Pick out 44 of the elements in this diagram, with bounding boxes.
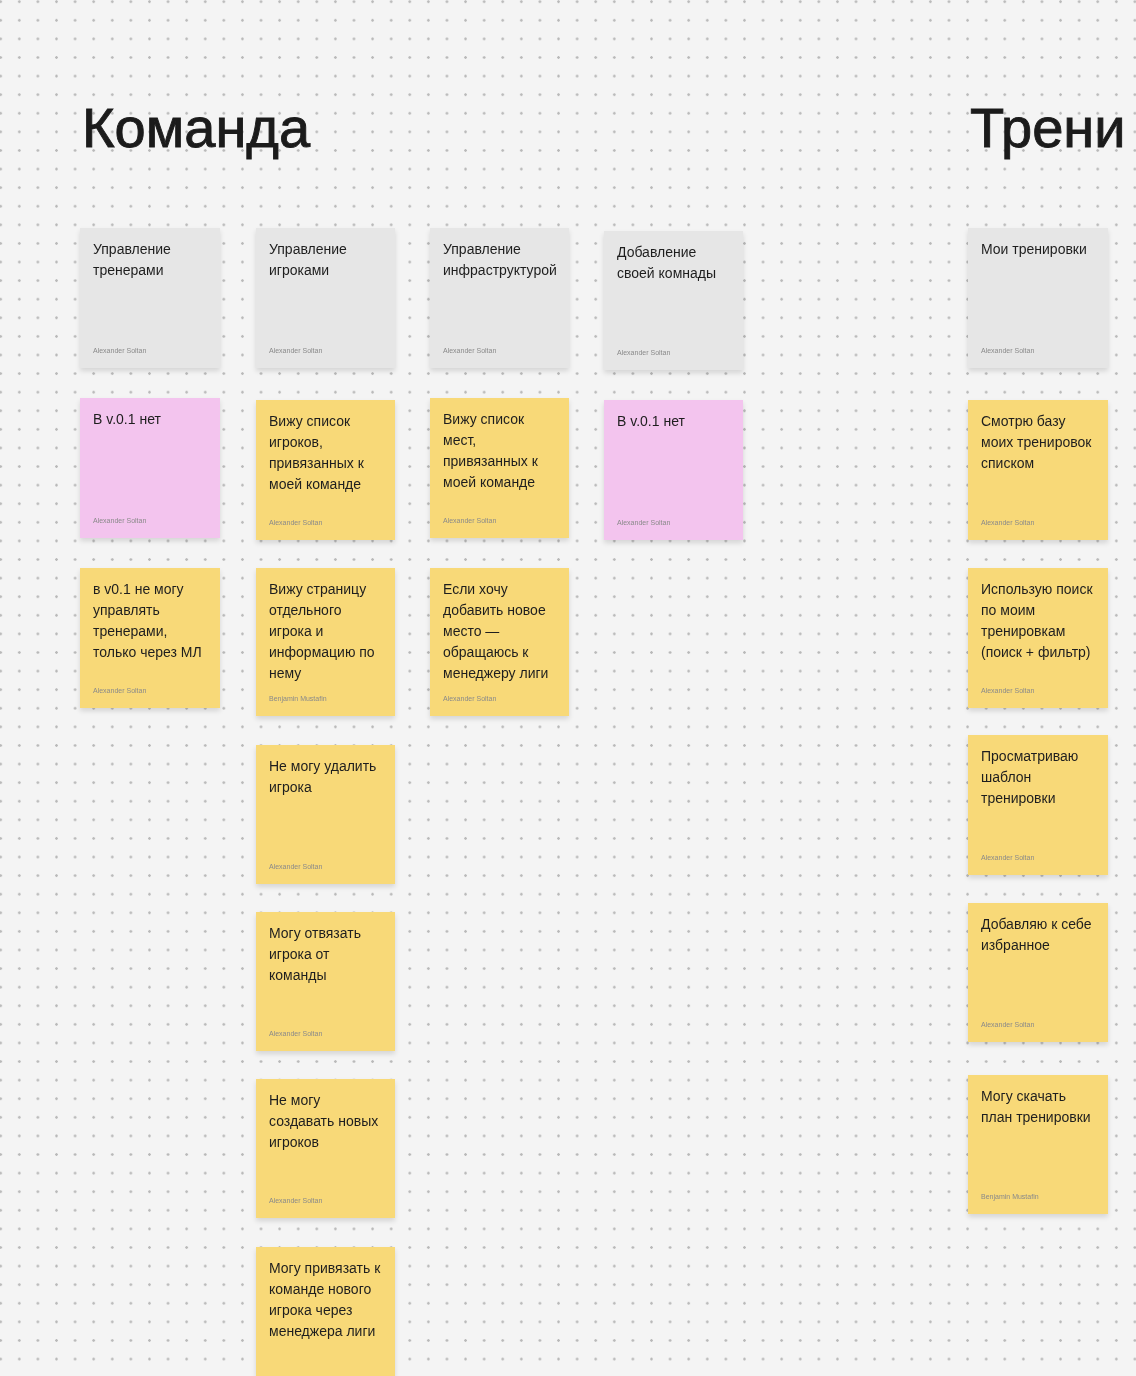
note-text: Если хочу добавить новое место — обращаюсь к менеджеру лиги: [443, 580, 550, 683]
note-text: Добавляю к себе избранное: [981, 915, 1093, 955]
section-heading: Трени: [970, 98, 1126, 158]
note-text: Вижу список мест, привязанных к моей команде: [443, 410, 539, 492]
note-text: Могу привязать к команде нового игрока через менеджера лиги: [269, 1259, 382, 1341]
sticky-note: [256, 912, 395, 1051]
sticky-note: [968, 400, 1108, 540]
note-text: Вижу список игроков, привязанных к моей команде: [269, 412, 365, 494]
note-text: Могу скачать план тренировки: [981, 1087, 1092, 1127]
sticky-note: [80, 568, 220, 708]
note-text: Управление тренерами: [93, 240, 172, 280]
note-text: в v0.1 не могу управлять тренерами, только через МЛ: [93, 580, 203, 662]
note-text: Смотрю базу моих тренировок списком: [981, 412, 1093, 473]
sticky-note: [256, 745, 395, 884]
note-text: Не могу создавать новых игроков: [269, 1091, 380, 1152]
sticky-note: [968, 568, 1108, 708]
sticky-note: [968, 228, 1108, 368]
note-text: В v.0.1 нет: [93, 410, 161, 429]
note-text: Использую поиск по моим тренировкам (поиск + фильтр): [981, 580, 1094, 662]
sticky-note: [968, 1075, 1108, 1214]
sticky-note: [256, 400, 395, 540]
sticky-note: [430, 568, 569, 716]
note-text: Управление игроками: [269, 240, 348, 280]
sticky-note: [80, 398, 220, 538]
note-text: Управление инфраструктурой: [443, 240, 558, 280]
sticky-note: [968, 903, 1108, 1042]
note-text: В v.0.1 нет: [617, 412, 685, 431]
sticky-note: [256, 1079, 395, 1218]
sticky-note: [604, 231, 743, 370]
note-text: Мои тренировки: [981, 240, 1087, 259]
note-text: Не могу удалить игрока: [269, 757, 378, 797]
sticky-note: [604, 400, 743, 540]
section-heading: Команда: [82, 98, 311, 158]
sticky-note: [430, 228, 569, 368]
sticky-note: [256, 568, 395, 716]
note-text: Просматриваю шаблон тренировки: [981, 747, 1080, 808]
sticky-note: [256, 1247, 395, 1376]
note-text: Вижу страницу отдельного игрока и информацию по нему: [269, 580, 376, 683]
note-text: Добавление своей комнады: [617, 243, 717, 283]
sticky-note: [430, 398, 569, 538]
sticky-note: [256, 228, 395, 368]
sticky-note: [968, 735, 1108, 875]
sticky-note: [80, 228, 220, 368]
note-text: Могу отвязать игрока от команды: [269, 924, 362, 985]
